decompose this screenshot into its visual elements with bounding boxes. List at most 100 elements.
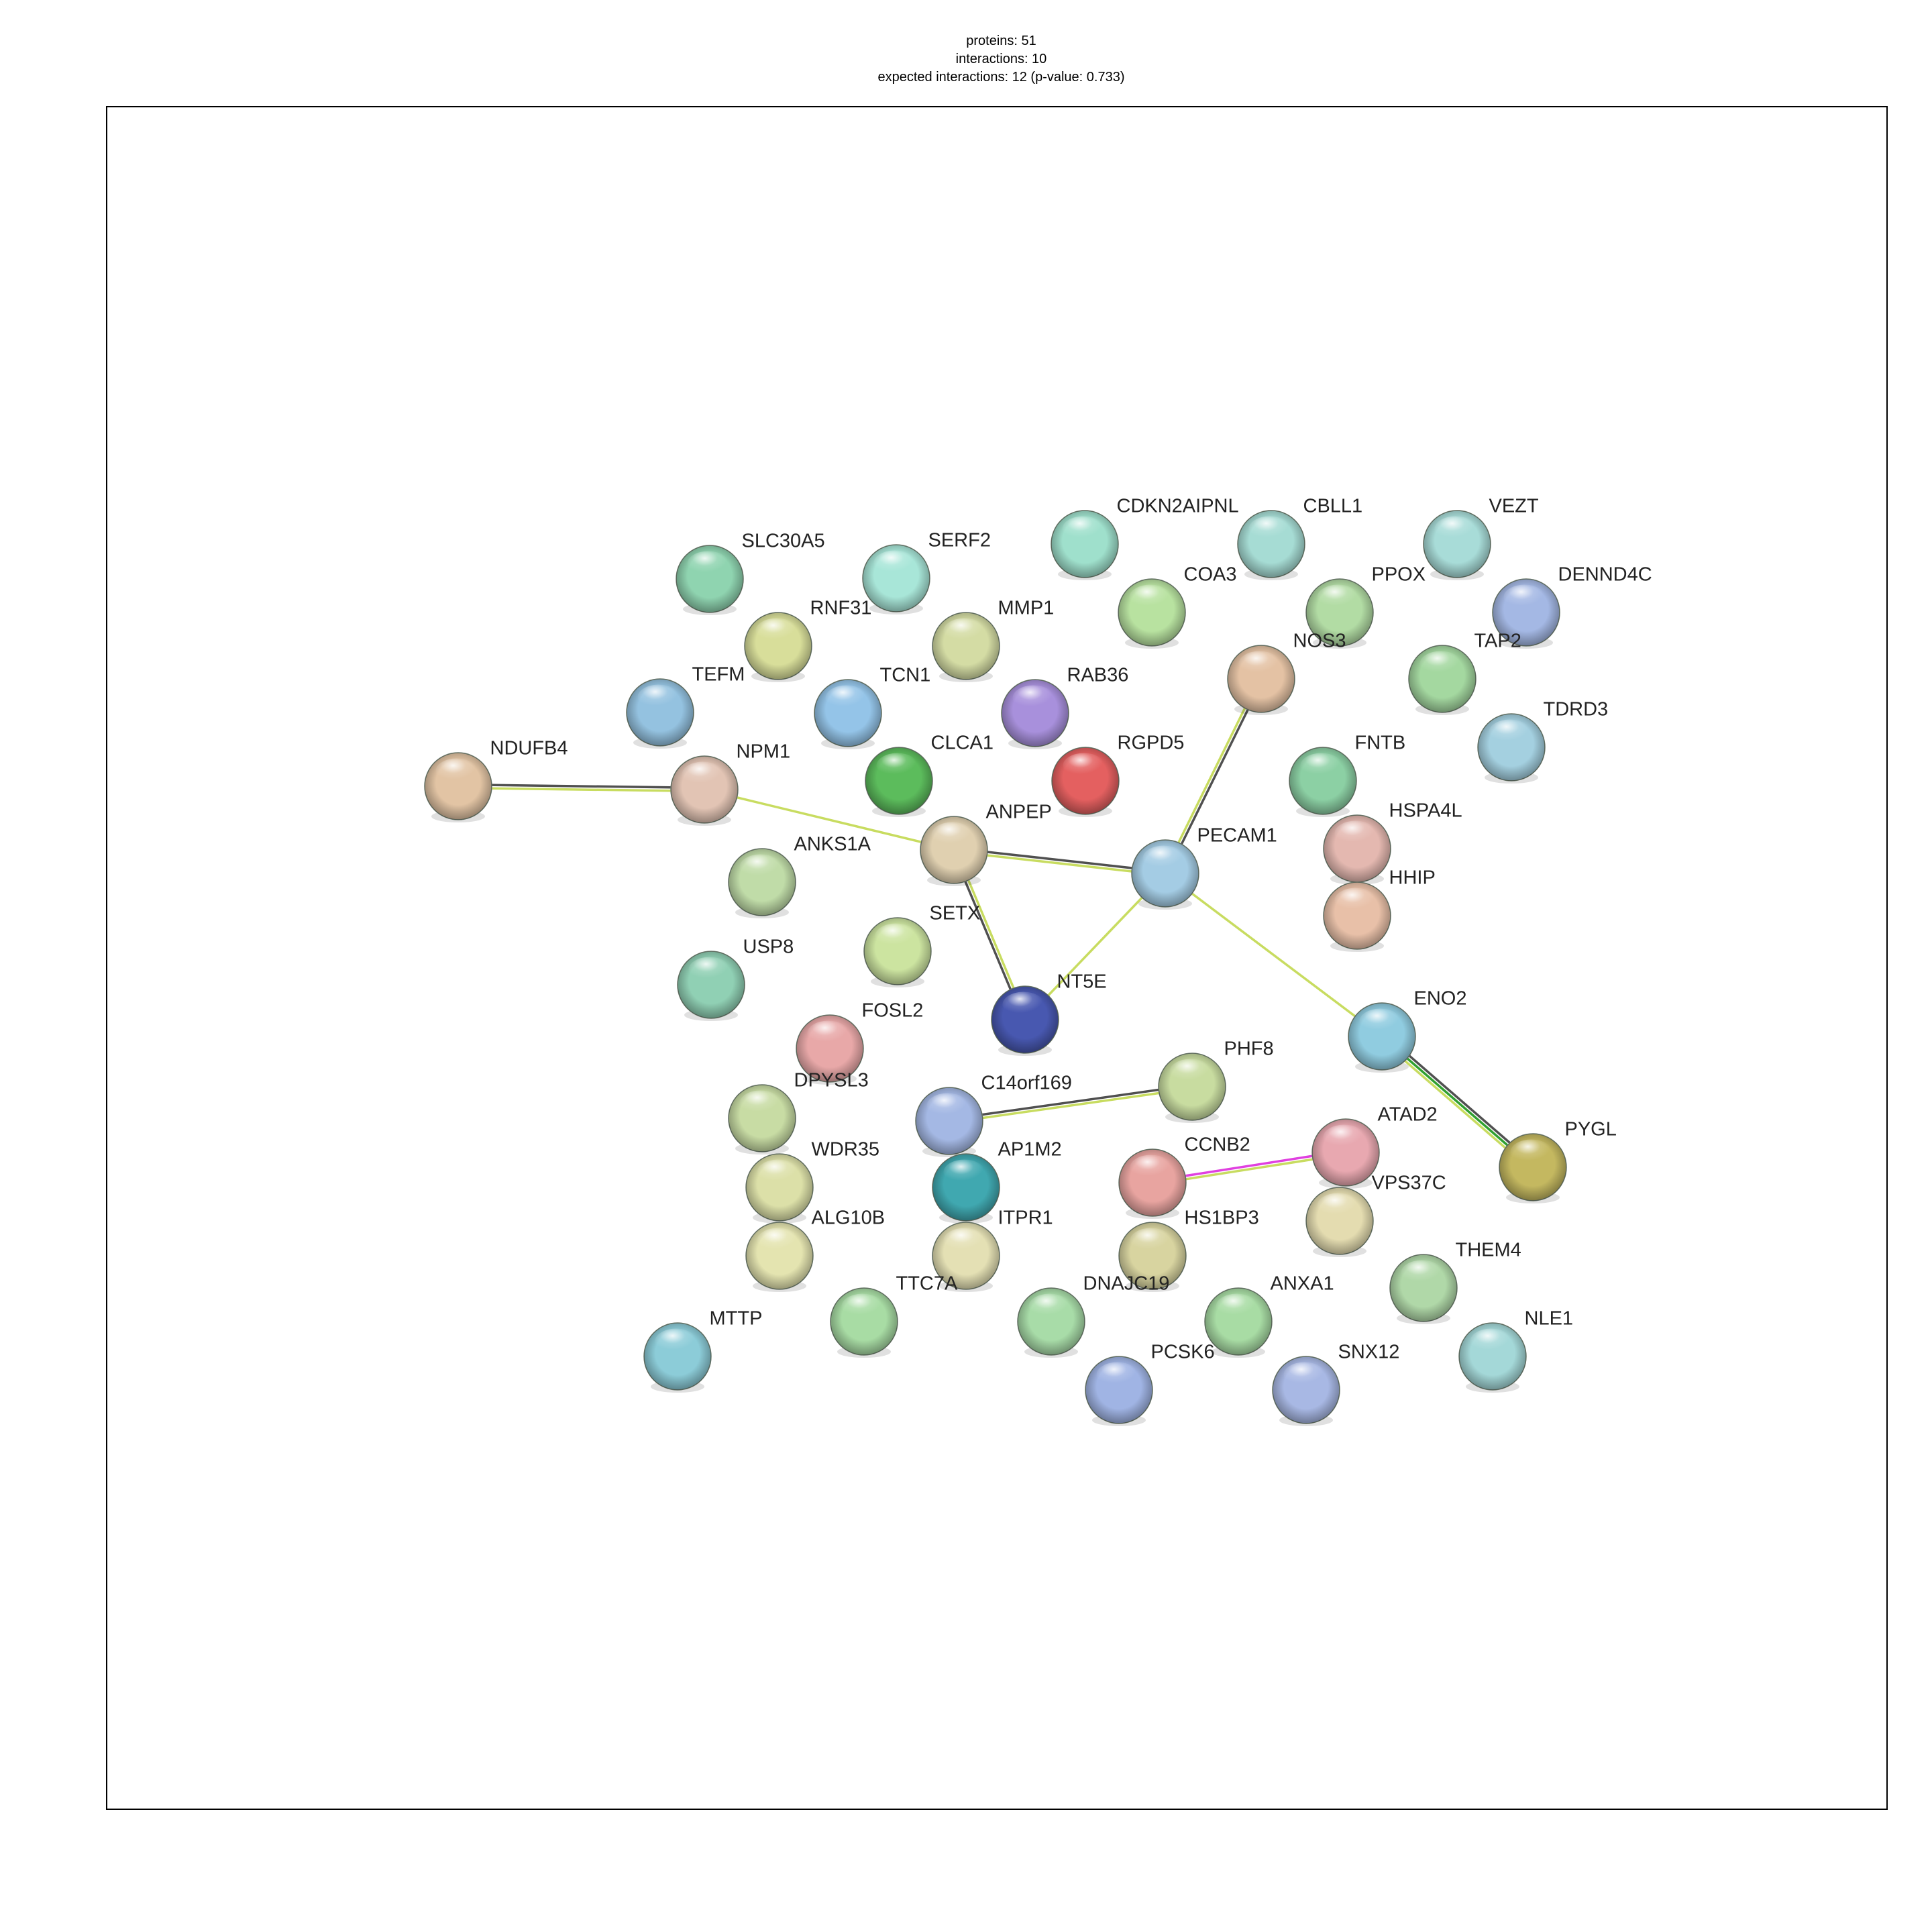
node-label: THEM4	[1456, 1240, 1521, 1261]
node-highlight	[943, 1228, 985, 1254]
node-label: TDRD3	[1544, 699, 1609, 720]
node-pecam1[interactable]: PECAM1	[1131, 825, 1277, 910]
node-rgpd5[interactable]: RGPD5	[1051, 733, 1185, 818]
node-label: SETX	[930, 903, 981, 924]
node-highlight	[1129, 584, 1171, 610]
node-ttc7a[interactable]: TTC7A	[830, 1273, 958, 1358]
node-hspa4l[interactable]: HSPA4L	[1323, 800, 1462, 885]
node-hs1bp3[interactable]: HS1BP3	[1118, 1208, 1259, 1293]
node-tcn1[interactable]: TCN1	[814, 665, 930, 750]
node-pcsk6[interactable]: PCSK6	[1085, 1342, 1215, 1427]
node-label: TTC7A	[896, 1273, 959, 1295]
node-rab36[interactable]: RAB36	[1001, 665, 1129, 750]
node-atad2[interactable]: ATAD2	[1311, 1104, 1438, 1189]
node-highlight	[1216, 1293, 1258, 1320]
node-dpysl3[interactable]: DPYSL3	[728, 1070, 869, 1155]
node-anpep[interactable]: ANPEP	[920, 802, 1052, 887]
node-tap2[interactable]: TAP2	[1408, 631, 1521, 716]
node-vezt[interactable]: VEZT	[1423, 496, 1539, 581]
node-wdr35[interactable]: WDR35	[745, 1139, 879, 1224]
node-highlight	[1002, 991, 1044, 1018]
node-highlight	[1300, 753, 1342, 779]
node-label: VEZT	[1489, 496, 1539, 517]
node-pygl[interactable]: PYGL	[1499, 1119, 1617, 1204]
node-highlight	[1359, 1008, 1401, 1034]
edge-strand	[1164, 872, 1383, 1038]
node-anxa1[interactable]: ANXA1	[1204, 1273, 1334, 1358]
node-highlight	[757, 1159, 799, 1185]
node-fosl2[interactable]: FOSL2	[796, 1000, 923, 1085]
node-mmp1[interactable]: MMP1	[932, 598, 1054, 683]
node-dnajc19[interactable]: DNAJC19	[1017, 1273, 1169, 1358]
node-phf8[interactable]: PHF8	[1158, 1038, 1274, 1124]
edge-anpep-pecam1[interactable]	[953, 847, 1166, 877]
node-clca1[interactable]: CLCA1	[865, 733, 994, 818]
network-frame	[106, 106, 1888, 1810]
node-tdrd3[interactable]: TDRD3	[1477, 699, 1609, 784]
node-cbll1[interactable]: CBLL1	[1237, 496, 1362, 581]
node-ccnb2[interactable]: CCNB2	[1118, 1134, 1250, 1220]
node-dennd4c[interactable]: DENND4C	[1492, 564, 1652, 649]
node-highlight	[875, 923, 917, 949]
node-nos3[interactable]: NOS3	[1227, 631, 1346, 716]
node-label: RGPD5	[1118, 733, 1185, 754]
edge-pecam1-eno2[interactable]	[1164, 872, 1383, 1038]
edge-ndufb4-npm1[interactable]	[458, 783, 705, 793]
node-label: USP8	[743, 936, 794, 958]
node-highlight	[755, 618, 798, 644]
node-setx[interactable]: SETX	[863, 903, 981, 988]
node-highlight	[1323, 1124, 1365, 1150]
node-snx12[interactable]: SNX12	[1272, 1342, 1399, 1427]
node-anks1a[interactable]: ANKS1A	[728, 834, 871, 919]
node-label: ITPR1	[998, 1208, 1053, 1229]
node-npm1[interactable]: NPM1	[670, 741, 790, 826]
node-ppox[interactable]: PPOX	[1305, 564, 1426, 649]
node-label: DENND4C	[1558, 564, 1652, 586]
edge-strand	[949, 1083, 1192, 1121]
node-highlight	[739, 1090, 782, 1116]
node-nle1[interactable]: NLE1	[1458, 1308, 1573, 1393]
node-ap1m2[interactable]: AP1M2	[932, 1139, 1062, 1224]
node-slc30a5[interactable]: SLC30A5	[676, 531, 825, 616]
node-label: MTTP	[710, 1308, 763, 1330]
node-cdkn2aipnl[interactable]: CDKN2AIPNL	[1051, 496, 1239, 581]
edge-strand	[458, 783, 705, 790]
node-label: FNTB	[1355, 733, 1406, 754]
node-mttp[interactable]: MTTP	[643, 1308, 763, 1393]
node-highlight	[1169, 1059, 1212, 1085]
node-nt5e[interactable]: NT5E	[991, 971, 1107, 1057]
node-c14orf169[interactable]: C14orf169	[915, 1073, 1072, 1158]
expected-interactions: expected interactions: 12 (p-value: 0.73…	[877, 70, 1125, 85]
node-highlight	[841, 1293, 883, 1320]
edge-pecam1-nos3[interactable]	[1163, 678, 1264, 875]
node-hhip[interactable]: HHIP	[1323, 867, 1436, 953]
node-vps37c[interactable]: VPS37C	[1305, 1173, 1446, 1258]
node-label: SLC30A5	[742, 531, 825, 552]
node-eno2[interactable]: ENO2	[1348, 988, 1466, 1073]
node-fntb[interactable]: FNTB	[1289, 733, 1405, 818]
node-highlight	[926, 1093, 969, 1119]
node-label: SERF2	[928, 530, 991, 551]
node-label: VPS37C	[1372, 1173, 1446, 1194]
node-them4[interactable]: THEM4	[1389, 1240, 1521, 1325]
node-highlight	[943, 618, 985, 644]
node-highlight	[825, 685, 867, 711]
node-itpr1[interactable]: ITPR1	[932, 1208, 1053, 1293]
node-alg10b[interactable]: ALG10B	[745, 1208, 885, 1293]
node-tefm[interactable]: TEFM	[626, 664, 745, 749]
node-highlight	[1142, 845, 1185, 871]
node-rnf31[interactable]: RNF31	[744, 598, 871, 683]
node-usp8[interactable]: USP8	[677, 936, 794, 1022]
edge-c14orf169-phf8[interactable]	[949, 1083, 1193, 1124]
node-highlight	[1096, 1362, 1138, 1388]
node-highlight	[637, 684, 680, 710]
node-highlight	[688, 957, 731, 983]
node-label: RAB36	[1067, 665, 1129, 686]
node-coa3[interactable]: COA3	[1118, 564, 1236, 649]
edge-npm1-anpep[interactable]	[704, 788, 955, 851]
node-serf2[interactable]: SERF2	[862, 530, 991, 615]
node-highlight	[1317, 1193, 1359, 1219]
node-label: CCNB2	[1185, 1134, 1250, 1156]
node-ndufb4[interactable]: NDUFB4	[424, 738, 568, 823]
